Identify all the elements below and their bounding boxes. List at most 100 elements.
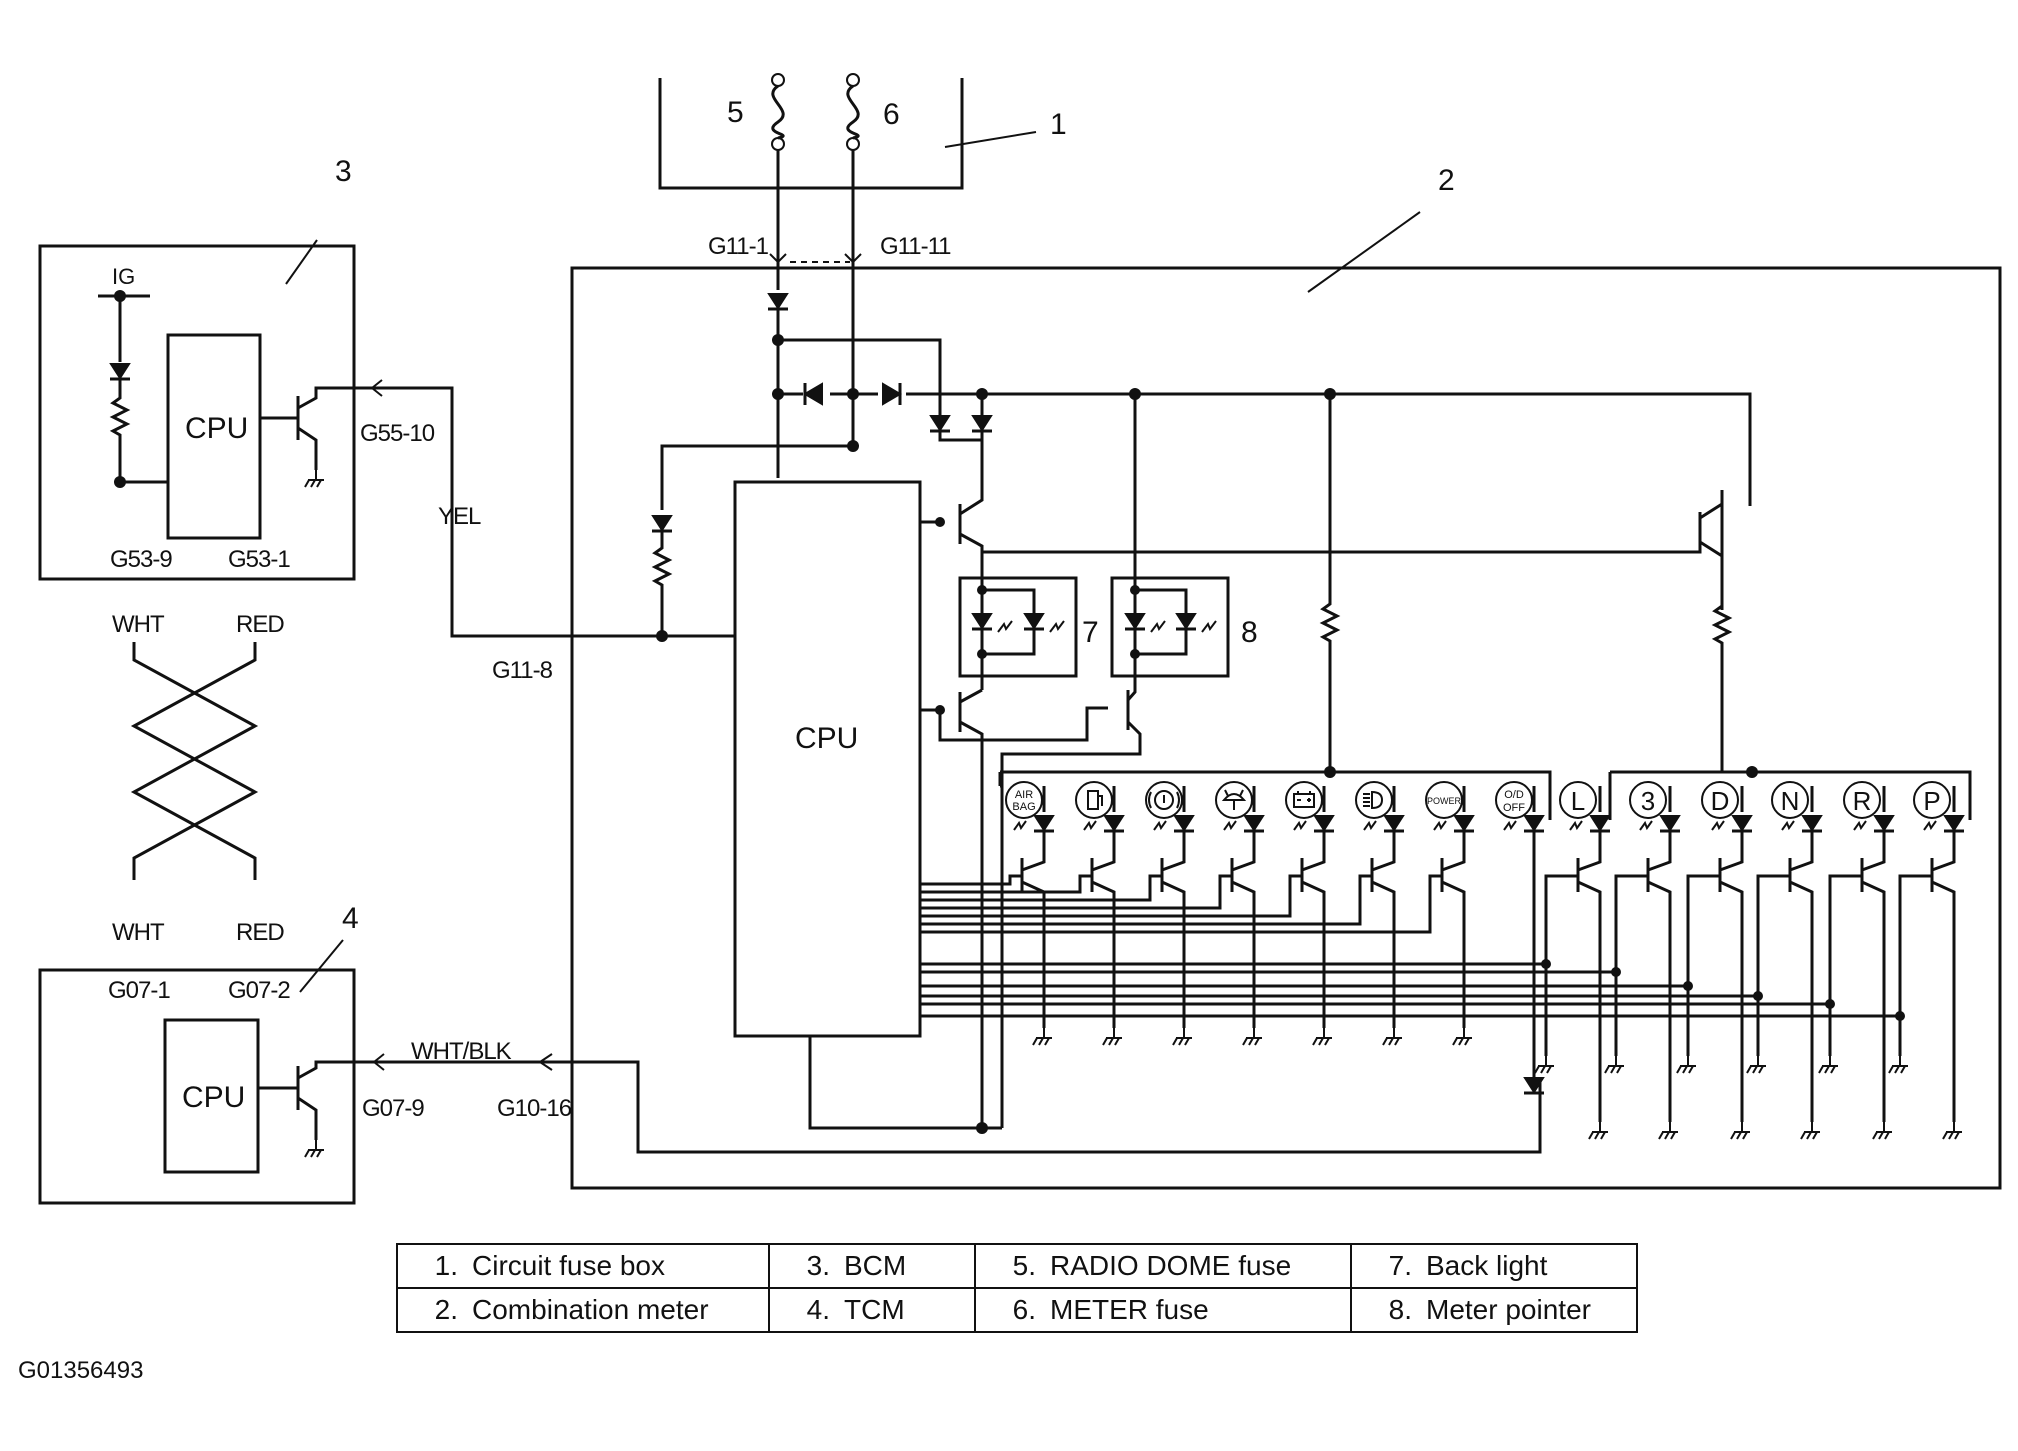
svg-text:R: R: [1853, 786, 1872, 816]
indicator-led: [1589, 815, 1611, 833]
gear-d-icon: D: [1701, 781, 1739, 819]
bcm-cpu-label: CPU: [185, 412, 248, 445]
ground-icon: [1312, 1028, 1332, 1046]
ground-icon: [1746, 1056, 1766, 1074]
callout-6: 6: [883, 98, 900, 131]
legend-cell: 6.METER fuse: [974, 1287, 1352, 1333]
ground-icon: [1102, 1028, 1122, 1046]
od-off-diode: [1523, 1077, 1545, 1094]
indicator-led: [1943, 815, 1965, 833]
svg-text:N: N: [1781, 786, 1800, 816]
gear-indicator-group: L 3 D N R P: [1559, 781, 1951, 819]
twisted-pair-can-bus: WHT RED WHT RED: [112, 611, 285, 946]
g53-9-label: G53-9: [110, 546, 172, 573]
bcm-module: 3 IG CPU G55-10 YEL G53-9 G53-1: [38, 155, 540, 638]
lamp-driver-transistor: [1020, 832, 1046, 1028]
callout-8: 8: [1241, 616, 1258, 649]
washer-icon: [1215, 781, 1253, 819]
fuel-icon: [1075, 781, 1113, 819]
g10-16-label: G10-16: [497, 1095, 572, 1122]
indicator-led: [1731, 815, 1753, 833]
legend-number: 4.: [806, 1294, 830, 1325]
diode-b: [970, 414, 994, 433]
ground-icon: [1452, 1028, 1472, 1046]
g11-8-label: G11-8: [492, 657, 553, 684]
svg-text:P: P: [1923, 786, 1940, 816]
battery-icon: [1285, 781, 1323, 819]
ground-icon: [1658, 1122, 1678, 1140]
callout-7: 7: [1082, 616, 1099, 649]
ground-icon: [1534, 1056, 1554, 1074]
lamp-driver-transistor: [1860, 832, 1886, 1122]
callout-2: 2: [1438, 164, 1455, 197]
ground-icon: [1942, 1122, 1962, 1140]
legend-number: 7.: [1388, 1250, 1412, 1281]
figure-id: G01356493: [18, 1357, 144, 1384]
legend-text: METER fuse: [1050, 1294, 1209, 1325]
ig-label: IG: [112, 264, 135, 289]
ground-icon: [1730, 1122, 1750, 1140]
svg-text:O/D: O/D: [1504, 789, 1524, 801]
headlight-icon: [1355, 781, 1393, 819]
ground-icon: [1888, 1056, 1908, 1074]
wht-wire-label-bottom: WHT: [112, 919, 165, 946]
lamp-driver-transistor: [1370, 832, 1396, 1028]
ground-icon: [1588, 1122, 1608, 1140]
g07-2-label: G07-2: [228, 977, 290, 1004]
ground-icon: [1800, 1122, 1820, 1140]
legend-number: 8.: [1388, 1294, 1412, 1325]
svg-text:AIR: AIR: [1015, 789, 1033, 801]
legend-number: 2.: [434, 1294, 458, 1325]
indicator-led: [1033, 815, 1055, 833]
tcm-module: 4 G07-1 G07-2 CPU G07-9 WHT/BLK: [38, 902, 513, 1205]
lamp-driver-transistor: [1440, 832, 1466, 1028]
warning-indicator-group: AIR BAG: [1005, 781, 1533, 819]
g11-11-label: G11-11: [880, 233, 951, 260]
red-wire-label-top: RED: [236, 611, 284, 638]
callout-5: 5: [727, 96, 744, 129]
legend-number: 1.: [434, 1250, 458, 1281]
red-wire-label-bottom: RED: [236, 919, 284, 946]
svg-text:L: L: [1571, 786, 1585, 816]
legend-text: Back light: [1426, 1250, 1548, 1281]
callout-3: 3: [335, 155, 352, 188]
lamp-driver-transistor: [1646, 832, 1672, 1122]
svg-text:D: D: [1711, 786, 1730, 816]
ground-icon: [1242, 1028, 1262, 1046]
legend-number: 3.: [806, 1250, 830, 1281]
back-light-led-2: [1022, 612, 1046, 631]
power-icon: POWER: [1425, 781, 1463, 819]
g07-1-label: G07-1: [108, 977, 170, 1004]
yel-wire-label: YEL: [438, 503, 481, 530]
svg-text:3: 3: [1641, 786, 1655, 816]
legend-cell: 5.RADIO DOME fuse: [974, 1243, 1352, 1289]
input-diode: [650, 514, 674, 533]
g55-10-label: G55-10: [360, 420, 435, 447]
legend-cell: 3.BCM: [768, 1243, 976, 1289]
legend-cell: 1.Circuit fuse box: [396, 1243, 770, 1289]
od-off-icon: O/D OFF: [1495, 781, 1533, 819]
legend-text: Meter pointer: [1426, 1294, 1591, 1325]
indicator-led: [1103, 815, 1125, 833]
gear-3-icon: 3: [1629, 781, 1667, 819]
indicator-led: [1453, 815, 1475, 833]
svg-text:BAG: BAG: [1012, 801, 1035, 813]
ground-icon: [1818, 1056, 1838, 1074]
back-light-led-1: [970, 612, 994, 631]
diode-a: [928, 414, 952, 433]
supply-diode: [766, 292, 790, 311]
gear-p-icon: P: [1913, 781, 1951, 819]
lamp-driver-transistor: [1930, 832, 1956, 1122]
airbag-icon: AIR BAG: [1005, 781, 1043, 819]
lamp-driver-transistor: [1300, 832, 1326, 1028]
indicator-led: [1801, 815, 1823, 833]
radio-dome-fuse: 5: [727, 73, 785, 151]
lamp-driver-transistor: [1718, 832, 1744, 1122]
pointer-led-1: [1123, 612, 1147, 631]
legend-cell: 4.TCM: [768, 1287, 976, 1333]
legend-number: 5.: [1012, 1250, 1036, 1281]
